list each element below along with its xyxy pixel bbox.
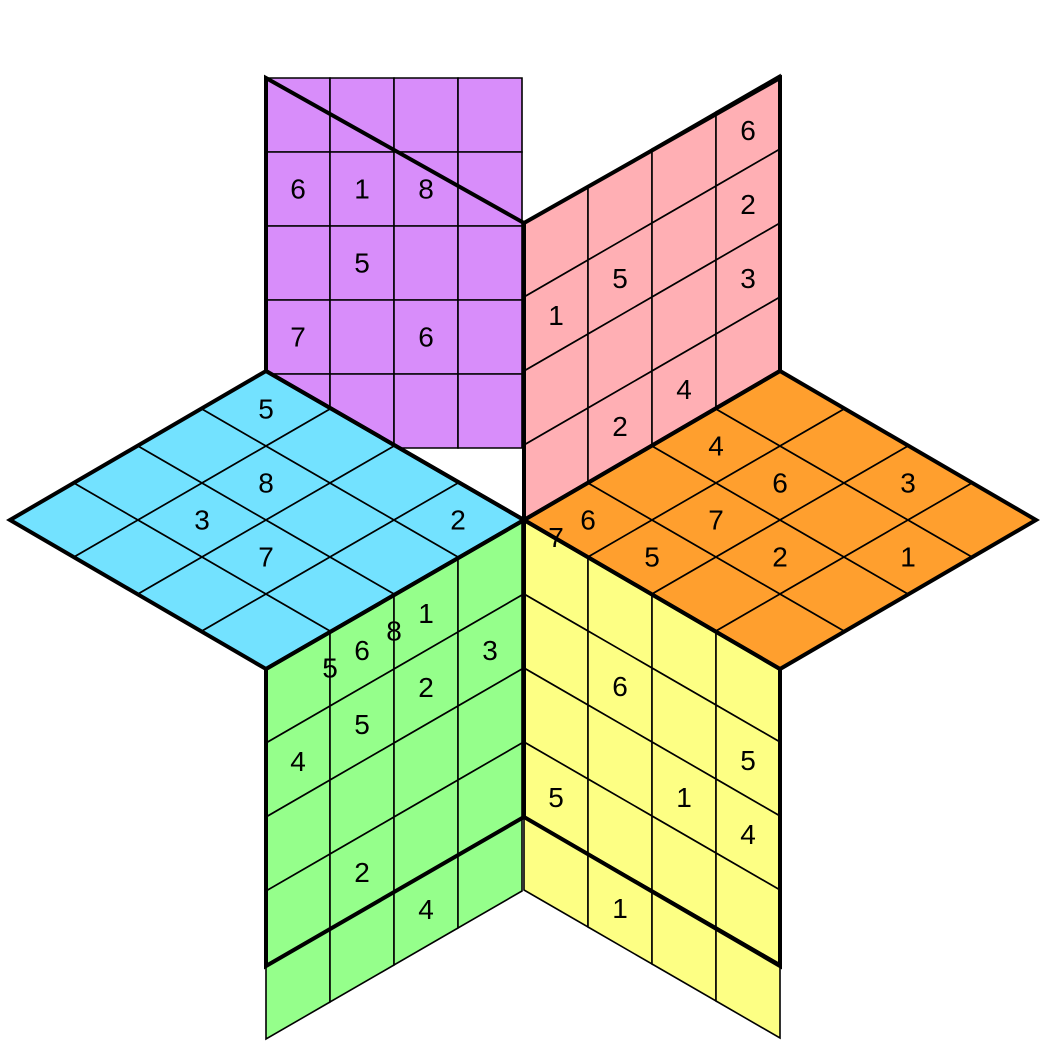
region-purple-digits: 6 1 8 5 7 6 — [290, 174, 434, 353]
given-digit-green-r1c3: 3 — [482, 635, 498, 666]
cell-purple-r0c0[interactable] — [265, 77, 331, 153]
cell-purple-r3c3[interactable] — [457, 299, 523, 375]
given-digit-cyan-r1c2: 8 — [258, 468, 274, 499]
cell-purple-r0c2[interactable] — [393, 77, 459, 153]
given-digit-cyan-r1c1: 3 — [194, 505, 210, 536]
given-digit-pink-r0c3: 6 — [740, 115, 756, 146]
given-digit-orange-r1c2: 6 — [772, 468, 788, 499]
given-digit-purple-r3c2: 6 — [418, 322, 434, 353]
given-digit-pink-r3c1: 2 — [612, 411, 628, 442]
given-digit-orange-r2c1: 2 — [772, 542, 788, 573]
given-digit-pink-r1c1: 5 — [612, 263, 628, 294]
given-digit-pink-r3c2: 4 — [676, 374, 692, 405]
given-digit-cyan-r0c3: 5 — [258, 394, 274, 425]
cell-purple-r3c1[interactable] — [329, 299, 395, 375]
given-digit-purple-r1c0: 6 — [290, 174, 306, 205]
given-digit-green-r4c2: 4 — [418, 894, 434, 925]
given-digit-pink-r4c0: 7 — [548, 522, 564, 553]
given-digit-green-r1c0: 4 — [290, 746, 306, 777]
given-digit-orange-r1c1: 7 — [708, 505, 724, 536]
given-digit-orange-r0c2: 4 — [708, 431, 724, 462]
region-cyan-digits: 5 3 8 7 2 5 8 — [194, 394, 466, 684]
cell-purple-r2c3[interactable] — [457, 225, 523, 301]
given-digit-pink-r1c3: 2 — [740, 189, 756, 220]
region-cyan — [8, 371, 588, 706]
outline-layer — [6, 74, 1040, 970]
given-digit-cyan-r4c0: 5 — [322, 653, 338, 684]
given-digit-yellow-r1c3: 5 — [740, 745, 756, 776]
given-digit-purple-r3c0: 7 — [290, 322, 306, 353]
region-orange-digits: 6 4 5 7 6 2 3 1 — [580, 431, 916, 573]
region-yellow-border — [522, 516, 782, 970]
given-digit-yellow-r1c1: 6 — [612, 671, 628, 702]
cell-purple-r4c2[interactable] — [393, 373, 459, 449]
given-digit-green-r1c1: 5 — [354, 709, 370, 740]
given-digit-orange-r1c0: 5 — [644, 542, 660, 573]
region-yellow-digits: 6 5 1 4 5 1 — [548, 671, 756, 924]
given-digit-yellow-r2c2: 1 — [676, 782, 692, 813]
given-digit-orange-r3c2: 1 — [900, 542, 916, 573]
given-digit-yellow-r4c1: 1 — [612, 893, 628, 924]
given-digit-yellow-r2c3: 4 — [740, 819, 756, 850]
region-purple — [265, 77, 523, 449]
given-digit-cyan-r2c1: 7 — [258, 542, 274, 573]
cell-purple-r0c3[interactable] — [457, 77, 523, 153]
given-digit-yellow-r3c0: 5 — [548, 782, 564, 813]
cell-purple-r2c2[interactable] — [393, 225, 459, 301]
given-digit-pink-r1c0: 1 — [548, 300, 564, 331]
given-digit-green-r0c1: 6 — [354, 635, 370, 666]
region-green-digits: 6 1 4 5 2 3 2 4 — [290, 598, 498, 925]
given-digit-purple-r2c1: 5 — [354, 248, 370, 279]
given-digit-orange-r2c3: 3 — [900, 468, 916, 499]
given-digit-pink-r2c3: 3 — [740, 263, 756, 294]
given-digit-green-r0c2: 1 — [418, 598, 434, 629]
cell-purple-r4c3[interactable] — [457, 373, 523, 449]
given-digit-purple-r1c2: 8 — [418, 174, 434, 205]
region-pink-digits: 6 1 5 2 3 2 4 7 — [548, 115, 756, 553]
given-digit-cyan-r4c1: 8 — [386, 616, 402, 647]
given-digit-cyan-r3c3: 2 — [450, 505, 466, 536]
given-digit-purple-r1c1: 1 — [354, 174, 370, 205]
cell-purple-r2c0[interactable] — [265, 225, 331, 301]
given-digit-green-r3c1: 2 — [354, 857, 370, 888]
given-digit-green-r1c2: 2 — [418, 672, 434, 703]
cell-purple-r0c1[interactable] — [329, 77, 395, 153]
given-digit-orange-r0c0: 6 — [580, 505, 596, 536]
